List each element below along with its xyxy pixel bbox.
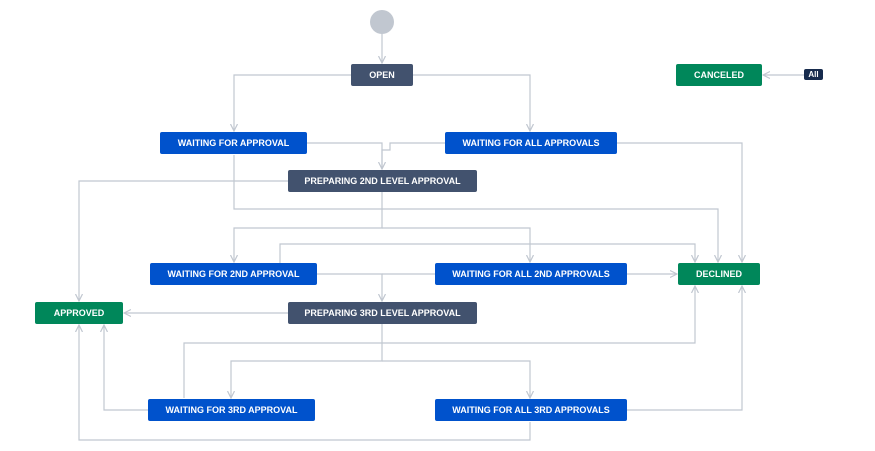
status-waiting-for-approval[interactable]: WAITING FOR APPROVAL	[160, 132, 307, 154]
transition-waiting-for-approval-to-declined	[233, 155, 718, 262]
transition-waiting-for-all-3rd-to-approved	[79, 325, 531, 441]
status-canceled[interactable]: CANCELED	[676, 64, 762, 86]
transition-preparing-3rd-to-waiting-for-all-3rd	[382, 360, 530, 398]
status-declined[interactable]: DECLINED	[678, 263, 760, 285]
transition-preparing-2nd-to-approved	[79, 180, 288, 301]
transition-waiting-for-3rd-to-approved	[104, 325, 148, 411]
status-waiting-for-all-2nd-approvals[interactable]: WAITING FOR ALL 2ND APPROVALS	[435, 263, 627, 285]
status-preparing-2nd-level-approval[interactable]: PREPARING 2ND LEVEL APPROVAL	[288, 170, 477, 192]
transition-waiting-for-all-3rd-to-declined	[627, 286, 742, 411]
all-transition-tag[interactable]: All	[804, 69, 823, 80]
transition-waiting-for-approval-to-preparing-2nd	[307, 142, 382, 169]
status-preparing-3rd-level-approval[interactable]: PREPARING 3RD LEVEL APPROVAL	[288, 302, 477, 324]
transition-preparing-3rd-to-waiting-for-3rd	[231, 324, 383, 398]
transition-waiting-for-2nd-to-declined	[279, 243, 695, 264]
status-open[interactable]: OPEN	[351, 64, 413, 86]
status-approved[interactable]: APPROVED	[35, 302, 123, 324]
status-waiting-for-all-approvals[interactable]: WAITING FOR ALL APPROVALS	[445, 132, 617, 154]
transition-waiting-for-all-approvals-to-declined	[617, 142, 742, 262]
transition-preparing-2nd-to-waiting-for-2nd	[234, 192, 383, 262]
transition-preparing-2nd-to-waiting-for-all-2nd	[382, 227, 530, 262]
status-waiting-for-3rd-approval[interactable]: WAITING FOR 3RD APPROVAL	[148, 399, 315, 421]
status-waiting-for-2nd-approval[interactable]: WAITING FOR 2ND APPROVAL	[150, 263, 317, 285]
transition-open-to-waiting-for-all-approvals	[413, 74, 530, 131]
status-waiting-for-all-3rd-approvals[interactable]: WAITING FOR ALL 3RD APPROVALS	[435, 399, 627, 421]
initial-state-circle[interactable]	[370, 10, 394, 34]
transition-preparing-3rd-to-declined	[183, 286, 695, 398]
transition-waiting-for-2nd-to-preparing-3rd	[317, 273, 382, 301]
transition-open-to-waiting-for-approval	[234, 74, 351, 131]
transition-waiting-for-all-approvals-to-preparing-2nd	[381, 142, 446, 169]
